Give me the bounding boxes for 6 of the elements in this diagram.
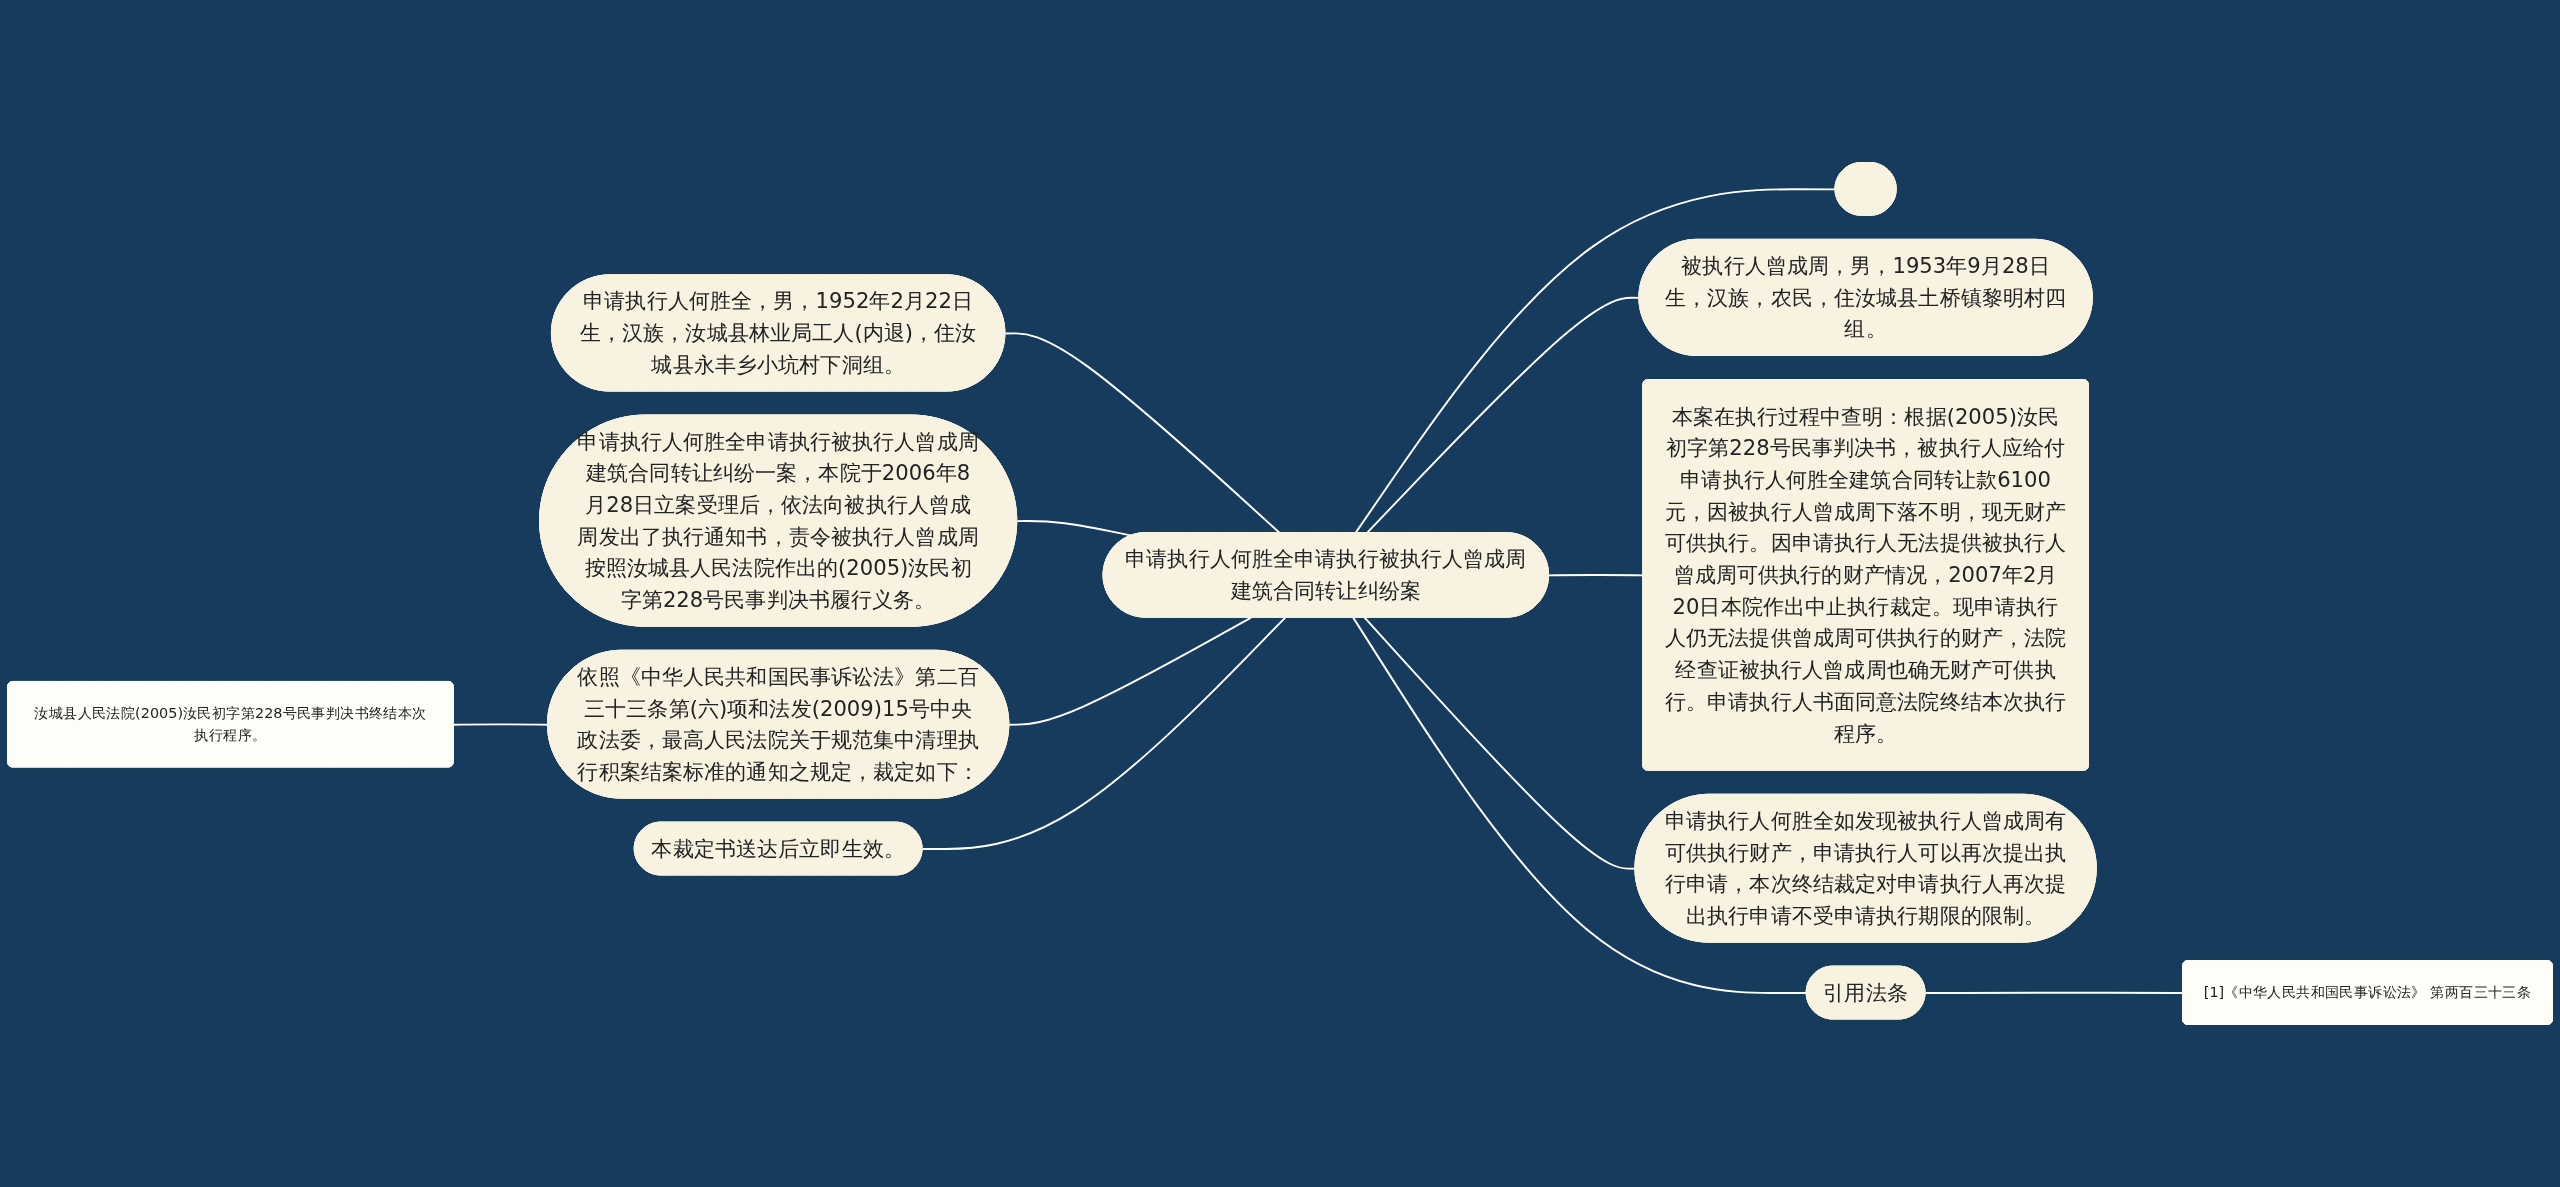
connector <box>1352 616 1808 994</box>
connector <box>1004 332 1281 535</box>
connector <box>1016 520 1133 537</box>
connector <box>1008 616 1252 726</box>
connector <box>452 723 549 726</box>
connector <box>921 616 1287 850</box>
